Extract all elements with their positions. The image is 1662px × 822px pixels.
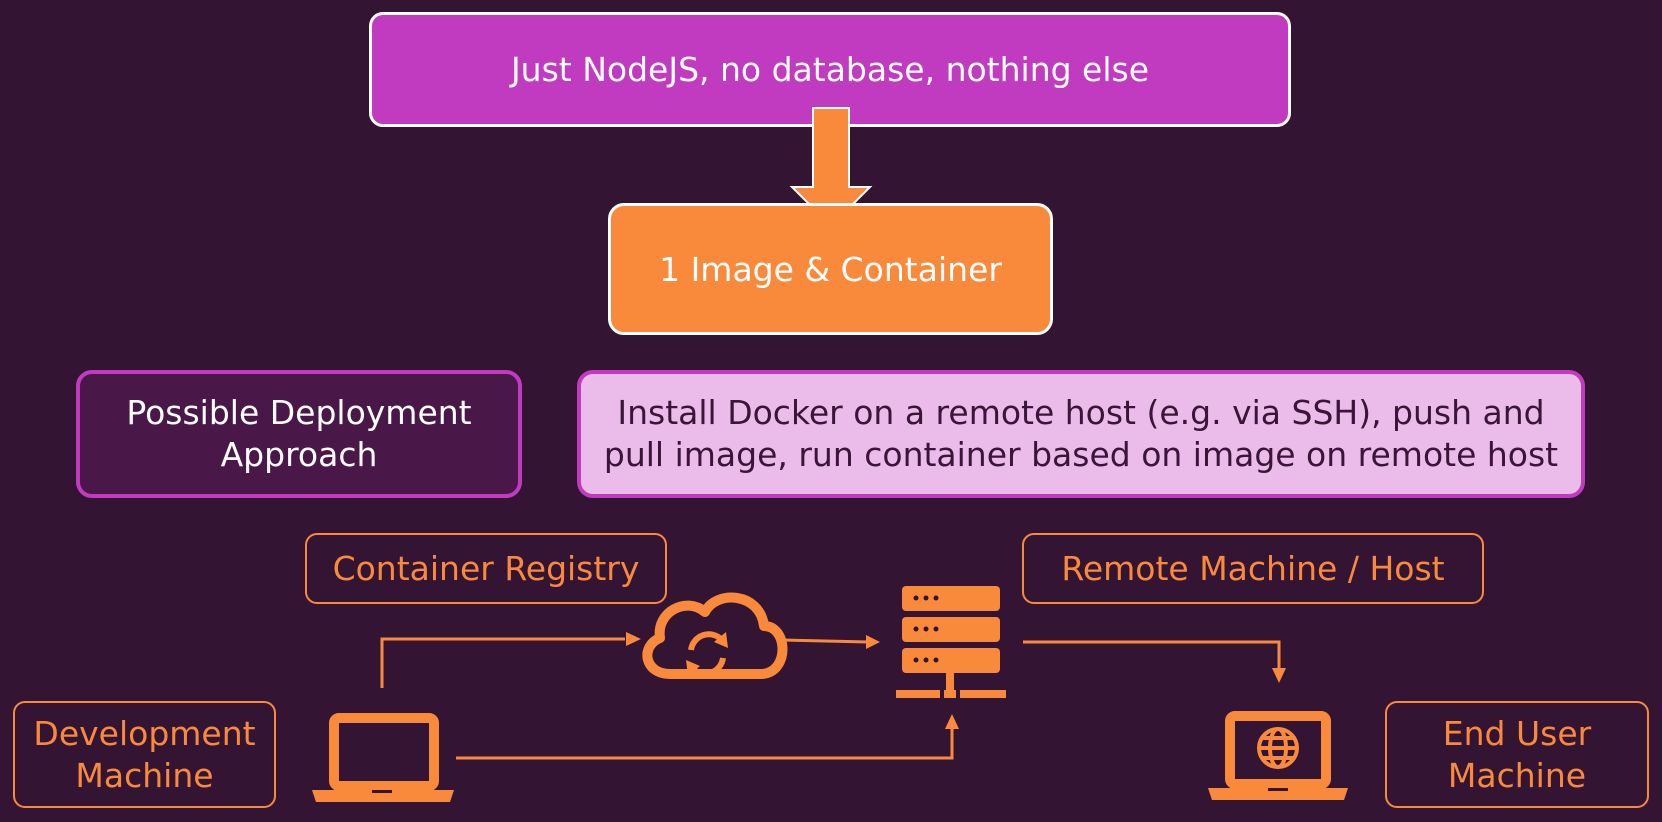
connector-lines [380,637,1281,760]
registry-to-server-line [781,638,869,644]
arrowhead-server-bottom [945,714,959,729]
container-registry-label: Container Registry [305,533,667,604]
approach-label-box: Possible Deployment Approach [76,370,522,498]
server-icon [896,586,1006,698]
development-machine-line2: Machine [75,755,214,795]
remote-host-label: Remote Machine / Host [1022,533,1484,604]
server-to-enduser-line [1023,640,1281,670]
arrowheads [626,632,1286,729]
remote-host-text: Remote Machine / Host [1061,548,1445,588]
mid-box-text: 1 Image & Container [659,249,1002,289]
approach-desc-line2: pull image, run container based on image… [603,435,1559,474]
dev-to-registry-line [380,637,625,688]
approach-desc-line1: Install Docker on a remote host (e.g. vi… [617,393,1545,433]
end-user-machine-line2: Machine [1447,755,1587,795]
arrowhead-server [866,635,880,649]
development-machine-line1: Development [33,713,256,753]
approach-label-line2: Approach [220,435,378,474]
dev-to-server-line [456,728,954,760]
cloud-sync-icon [642,592,788,679]
end-user-machine-line1: End User [1442,713,1592,753]
arrowhead-enduser [1272,668,1286,683]
end-user-machine-label: End User Machine [1385,701,1649,808]
development-machine-label: Development Machine [13,701,276,808]
top-box-text: Just NodeJS, no database, nothing else [510,50,1150,89]
approach-label-line1: Possible Deployment [126,393,472,433]
laptop-icon [312,713,454,802]
container-registry-text: Container Registry [332,548,640,588]
approach-description-box: Install Docker on a remote host (e.g. vi… [577,370,1585,498]
arrowhead-registry [626,632,641,646]
laptop-globe-icon [1208,711,1348,800]
mid-box: 1 Image & Container [608,203,1053,335]
